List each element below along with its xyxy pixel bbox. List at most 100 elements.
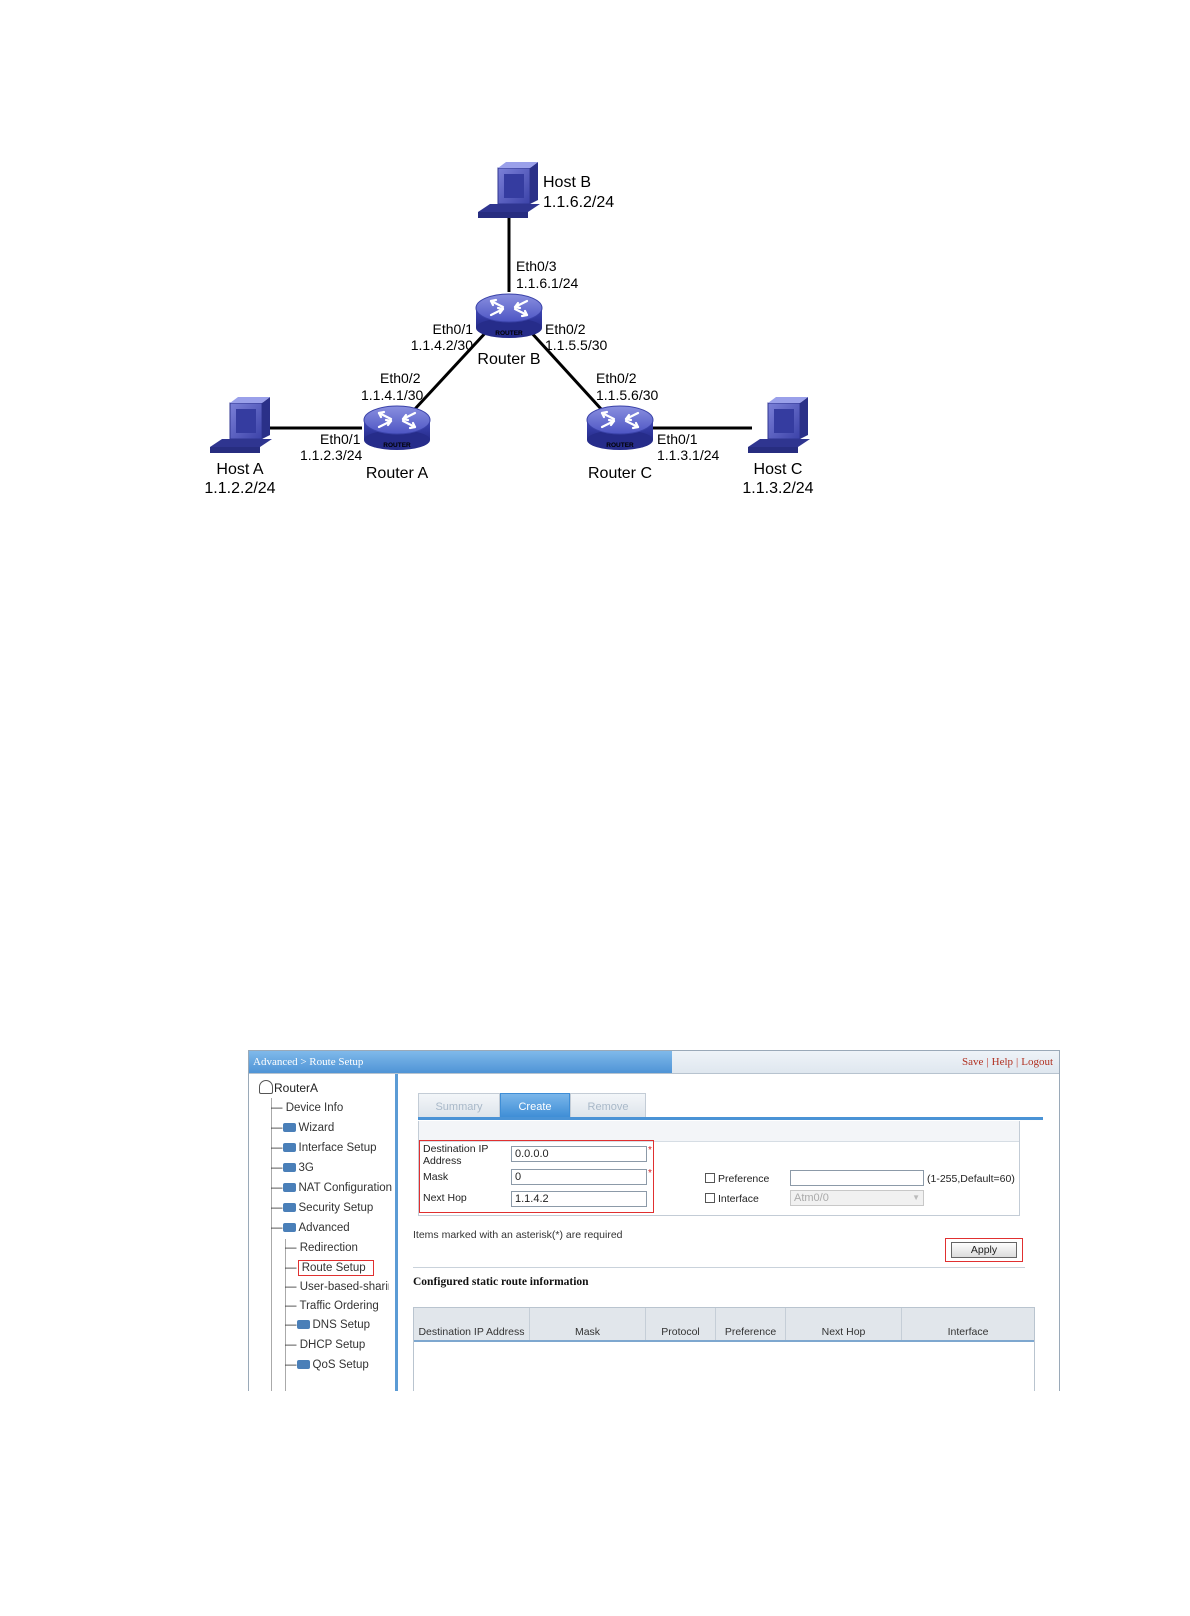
sidebar-item-route-setup[interactable]: — Route Setup <box>285 1260 374 1276</box>
sidebar-item-advanced[interactable]: —Advanced <box>271 1222 350 1234</box>
host-b-name: Host B <box>543 174 591 191</box>
divider <box>413 1267 1025 1268</box>
host-a-computer-icon <box>209 396 273 454</box>
col-header-preference[interactable]: Preference <box>716 1308 786 1340</box>
routera-eth02-ip: 1.1.4.1/30 <box>361 387 423 403</box>
preference-label: Preference <box>718 1173 770 1185</box>
open-folder-icon <box>282 1223 296 1232</box>
interface-checkbox[interactable] <box>705 1193 715 1203</box>
next-hop-label: Next Hop <box>423 1192 467 1204</box>
logout-link[interactable]: Logout <box>1021 1056 1053 1068</box>
sidebar-item-traffic-ordering[interactable]: — Traffic Ordering <box>285 1300 379 1312</box>
col-header-mask[interactable]: Mask <box>530 1308 646 1340</box>
link-separator: | <box>986 1056 989 1068</box>
interface-select-value: Atm0/0 <box>794 1192 829 1204</box>
host-a-name: Host A <box>216 461 263 478</box>
dest-ip-input[interactable]: 0.0.0.0 <box>511 1146 647 1162</box>
col-header-next-hop[interactable]: Next Hop <box>786 1308 902 1340</box>
router-b: ROUTER <box>474 292 544 340</box>
sidebar-item-label: 3G <box>298 1162 314 1174</box>
sidebar-item-label: QoS Setup <box>312 1359 369 1371</box>
router-a-badge: ROUTER <box>383 442 411 449</box>
tab-summary[interactable]: Summary <box>418 1093 500 1117</box>
folder-icon <box>282 1143 296 1152</box>
apply-button[interactable]: Apply <box>951 1242 1017 1258</box>
sidebar-item-label: Traffic Ordering <box>299 1300 379 1312</box>
host-c-computer-icon <box>747 396 811 454</box>
routera-eth01-ip: 1.1.2.3/24 <box>300 447 362 463</box>
col-header-destination[interactable]: Destination IP Address <box>414 1308 530 1340</box>
routerb-eth02-ip: 1.1.5.5/30 <box>545 337 607 353</box>
folder-icon <box>282 1183 296 1192</box>
host-c-ip: 1.1.3.2/24 <box>742 480 813 497</box>
router-c-name: Router C <box>588 465 652 482</box>
sidebar-item-wizard[interactable]: —Wizard <box>271 1122 335 1134</box>
sidebar-item-interface-setup[interactable]: —Interface Setup <box>271 1142 377 1154</box>
required-asterisk: * <box>648 1168 652 1179</box>
preference-checkbox[interactable] <box>705 1173 715 1183</box>
tab-create[interactable]: Create <box>500 1093 570 1117</box>
router-c: ROUTER <box>585 404 655 452</box>
sidebar-item-label: DHCP Setup <box>299 1339 366 1351</box>
folder-icon <box>296 1360 310 1369</box>
next-hop-input[interactable]: 1.1.4.2 <box>511 1191 647 1207</box>
sidebar-item-label: Device Info <box>285 1102 344 1114</box>
tree-root-label: RouterA <box>274 1081 319 1095</box>
routerc-eth02-ip: 1.1.5.6/30 <box>596 387 658 403</box>
device-icon <box>259 1080 273 1094</box>
host-a-ip: 1.1.2.2/24 <box>204 480 275 497</box>
host-c-name: Host C <box>754 461 803 478</box>
routerb-eth01-port: Eth0/1 <box>433 321 474 337</box>
sidebar-item-dns-setup[interactable]: —DNS Setup <box>285 1319 371 1331</box>
network-links <box>263 217 752 430</box>
sidebar-item-nat[interactable]: —NAT Configuration <box>271 1182 393 1194</box>
routerb-eth03-port: Eth0/3 <box>516 258 557 274</box>
col-header-interface[interactable]: Interface <box>947 1326 989 1338</box>
sidebar-item-label: Interface Setup <box>298 1142 377 1154</box>
routerb-eth02-port: Eth0/2 <box>545 321 586 337</box>
sidebar-item-label: Route Setup <box>297 1260 374 1276</box>
sidebar-item-device-info[interactable]: — Device Info <box>271 1102 344 1114</box>
folder-icon <box>296 1320 310 1329</box>
required-asterisk: * <box>648 1145 652 1156</box>
sidebar-item-security[interactable]: —Security Setup <box>271 1202 374 1214</box>
sidebar-item-3g[interactable]: —3G <box>271 1162 314 1174</box>
col-header-protocol[interactable]: Protocol <box>646 1308 716 1340</box>
sidebar-item-label: DNS Setup <box>312 1319 371 1331</box>
mask-input[interactable]: 0 <box>511 1169 647 1185</box>
create-route-form: Destination IP Address 0.0.0.0 * Mask 0 … <box>418 1121 1020 1216</box>
static-route-table: Destination IP Address Mask Protocol Pre… <box>413 1307 1035 1391</box>
top-links: Save|Help|Logout <box>962 1051 1053 1073</box>
sidebar-item-label: User-based-sharing <box>299 1281 389 1293</box>
tree-root[interactable]: RouterA <box>259 1080 318 1095</box>
tab-remove[interactable]: Remove <box>570 1093 646 1117</box>
interface-label: Interface <box>718 1193 759 1205</box>
preference-range-hint: (1-255,Default=60) <box>927 1173 1015 1185</box>
routerb-eth03-ip: 1.1.6.1/24 <box>516 275 578 291</box>
folder-icon <box>282 1203 296 1212</box>
breadcrumb: Advanced > Route Setup <box>249 1051 672 1073</box>
save-link[interactable]: Save <box>962 1056 984 1068</box>
sidebar-item-user-based-sharing[interactable]: — User-based-sharing <box>285 1281 389 1293</box>
link-separator: | <box>1016 1056 1019 1068</box>
form-header <box>419 1121 1019 1142</box>
route-setup-window: Advanced > Route Setup Save|Help|Logout … <box>248 1050 1060 1391</box>
sidebar-item-redirection[interactable]: — Redirection <box>285 1242 358 1254</box>
interface-select[interactable]: Atm0/0 ▼ <box>790 1190 924 1206</box>
router-a: ROUTER <box>362 404 432 452</box>
sidebar-item-label: NAT Configuration <box>298 1182 393 1194</box>
preference-input[interactable] <box>790 1170 924 1186</box>
apply-highlight: Apply <box>945 1238 1023 1262</box>
sidebar-item-qos-setup[interactable]: —QoS Setup <box>285 1359 369 1371</box>
sidebar-item-dhcp-setup[interactable]: — DHCP Setup <box>285 1339 366 1351</box>
tree-guide-line <box>271 1098 272 1391</box>
folder-icon <box>282 1123 296 1132</box>
sidebar-item-label: Advanced <box>298 1222 350 1234</box>
tree-guide-line <box>285 1239 286 1391</box>
routerc-eth01-port: Eth0/1 <box>657 431 698 447</box>
router-a-name: Router A <box>366 465 429 482</box>
routerc-eth01-ip: 1.1.3.1/24 <box>657 447 719 463</box>
help-link[interactable]: Help <box>991 1056 1014 1068</box>
sidebar-item-label: Wizard <box>298 1122 335 1134</box>
host-b-ip: 1.1.6.2/24 <box>543 194 614 211</box>
